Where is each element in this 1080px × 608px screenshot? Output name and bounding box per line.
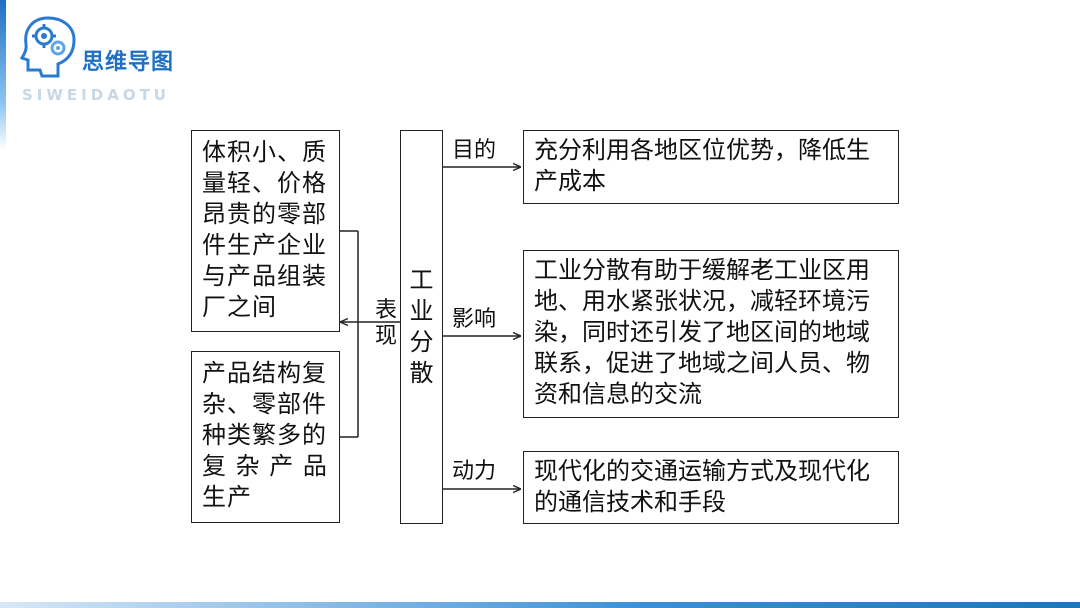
left-item-1-text: 体积小、质量轻、价格昂贵的零部件生产企业与产品组装厂之间: [202, 138, 327, 321]
center-node-text: 工业分散: [409, 266, 434, 387]
logo-subtitle: SIWEIDAOTU: [22, 86, 170, 104]
logo-title: 思维导图: [82, 50, 175, 75]
branch-label-driver: 动力: [452, 459, 497, 484]
head-gears-icon: [19, 16, 76, 78]
right-box-driver: 现代化的交通运输方式及现代化的通信技术和手段: [523, 451, 899, 524]
branch-label-impact: 影响: [452, 307, 497, 332]
right-box-purpose: 充分利用各地区位优势，降低生产成本: [523, 130, 899, 204]
left-item-1: 体积小、质量轻、价格昂贵的零部件生产企业与产品组装厂之间: [191, 130, 340, 332]
left-accent-bar: [0, 0, 6, 150]
left-branch-label: 表现: [374, 298, 397, 349]
right-box-impact-text: 工业分散有助于缓解老工业区用地、用水紧张状况，减轻环境污染，同时还引发了地区间的…: [534, 256, 870, 408]
branch-label-purpose: 目的: [452, 138, 497, 163]
right-box-driver-text: 现代化的交通运输方式及现代化的通信技术和手段: [534, 457, 870, 516]
bottom-accent-bar: [0, 602, 1080, 608]
right-box-impact: 工业分散有助于缓解老工业区用地、用水紧张状况，减轻环境污染，同时还引发了地区间的…: [523, 250, 899, 418]
left-item-2-text: 产品结构复杂、零部件种类繁多的复 杂 产 品生产: [202, 359, 328, 511]
left-item-2: 产品结构复杂、零部件种类繁多的复 杂 产 品生产: [191, 351, 340, 523]
right-box-purpose-text: 充分利用各地区位优势，降低生产成本: [534, 136, 870, 195]
center-node: 工业分散: [400, 130, 443, 524]
